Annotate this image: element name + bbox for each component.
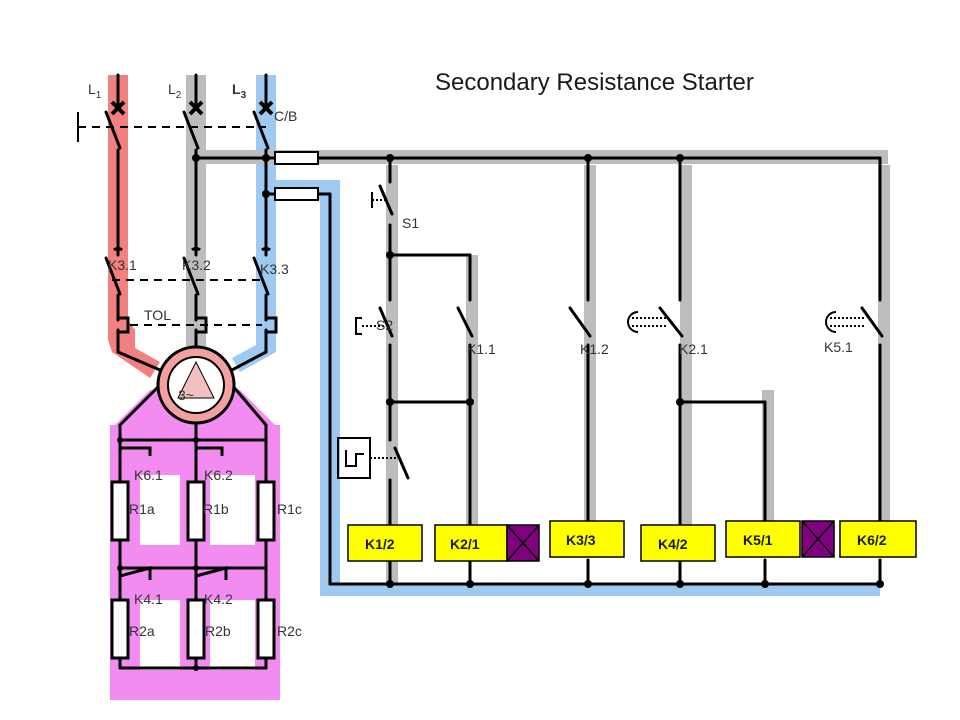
phase-l3-subscript: 3 <box>241 90 247 101</box>
label-k41: K4.1 <box>134 591 163 607</box>
resistor-r1c <box>256 480 276 542</box>
timer-actuator-k21 <box>627 311 668 333</box>
coil-k6-label: K6/2 <box>857 532 887 548</box>
phase-l1-label: L <box>88 81 96 97</box>
label-k32: K3.2 <box>182 257 211 273</box>
label-r2a: R2a <box>129 623 155 639</box>
coil-k6 <box>839 520 917 558</box>
diagram-title: Secondary Resistance Starter <box>435 69 754 96</box>
label-r1c: R1c <box>277 501 302 517</box>
label-k12: K1.2 <box>580 341 609 357</box>
breaker-marks <box>110 100 274 116</box>
label-k61: K6.1 <box>134 467 163 483</box>
label-k33: K3.3 <box>260 261 289 277</box>
phase-l1-subscript: 1 <box>96 90 102 101</box>
label-r2c: R2c <box>277 623 302 639</box>
resistor-r2c <box>256 598 276 660</box>
phase-l2-label: L <box>168 81 176 97</box>
label-s2: S2 <box>376 317 393 333</box>
rotor-contacts <box>119 446 228 580</box>
label-k11: K1.1 <box>467 341 496 357</box>
svg-text:L1: L1 <box>88 81 102 101</box>
resistors <box>110 480 276 660</box>
label-k62: K6.2 <box>204 467 233 483</box>
breaker-label: C/B <box>274 108 297 124</box>
motor-symbol: 3~ <box>156 345 236 425</box>
resistor-r1a <box>110 480 130 542</box>
svg-text:L2: L2 <box>168 81 182 101</box>
phase-l2-subscript: 2 <box>176 90 182 101</box>
resistor-r2b <box>186 598 206 660</box>
label-r2b: R2b <box>205 623 231 639</box>
timer-actuator-k51 <box>825 311 866 333</box>
label-r1a: R1a <box>129 501 155 517</box>
label-r1b: R1b <box>203 501 229 517</box>
junction-dots <box>117 154 884 671</box>
s1-actuator <box>371 192 386 208</box>
svg-text:L3: L3 <box>232 81 247 101</box>
label-tol: TOL <box>144 307 171 323</box>
coil-k1-label: K1/2 <box>365 536 395 552</box>
label-k31: K3.1 <box>108 257 137 273</box>
label-k42: K4.2 <box>204 591 233 607</box>
phase-labels: L1 L2 L3 <box>88 81 247 101</box>
phase-l3-label: L <box>232 81 241 97</box>
coil-k1 <box>347 524 423 562</box>
tol-elements <box>118 316 278 334</box>
resistor-r2a <box>110 598 130 660</box>
coil-k2-label: K2/1 <box>450 536 480 552</box>
coil-k3-label: K3/3 <box>566 532 596 548</box>
s2-actuator <box>355 317 384 335</box>
label-k51: K5.1 <box>824 339 853 355</box>
fuse-lower <box>274 187 319 201</box>
coil-k4 <box>640 524 716 562</box>
coils: K1/2 K2/1 K3/3 K4/2 K5/1 K6/2 <box>347 520 917 562</box>
coil-k3 <box>549 520 625 558</box>
coil-k4-label: K4/2 <box>658 536 688 552</box>
phase-l1-band <box>108 75 160 378</box>
coil-k5 <box>725 520 801 558</box>
motor-label: 3~ <box>178 387 194 403</box>
label-s1: S1 <box>402 215 419 231</box>
control-shadows <box>198 150 890 585</box>
overload-relay-symbol <box>337 437 398 479</box>
label-k21: K2.1 <box>679 341 708 357</box>
resistor-r1b <box>186 480 206 542</box>
fuse-upper <box>274 151 319 165</box>
coil-k5-label: K5/1 <box>743 532 773 548</box>
